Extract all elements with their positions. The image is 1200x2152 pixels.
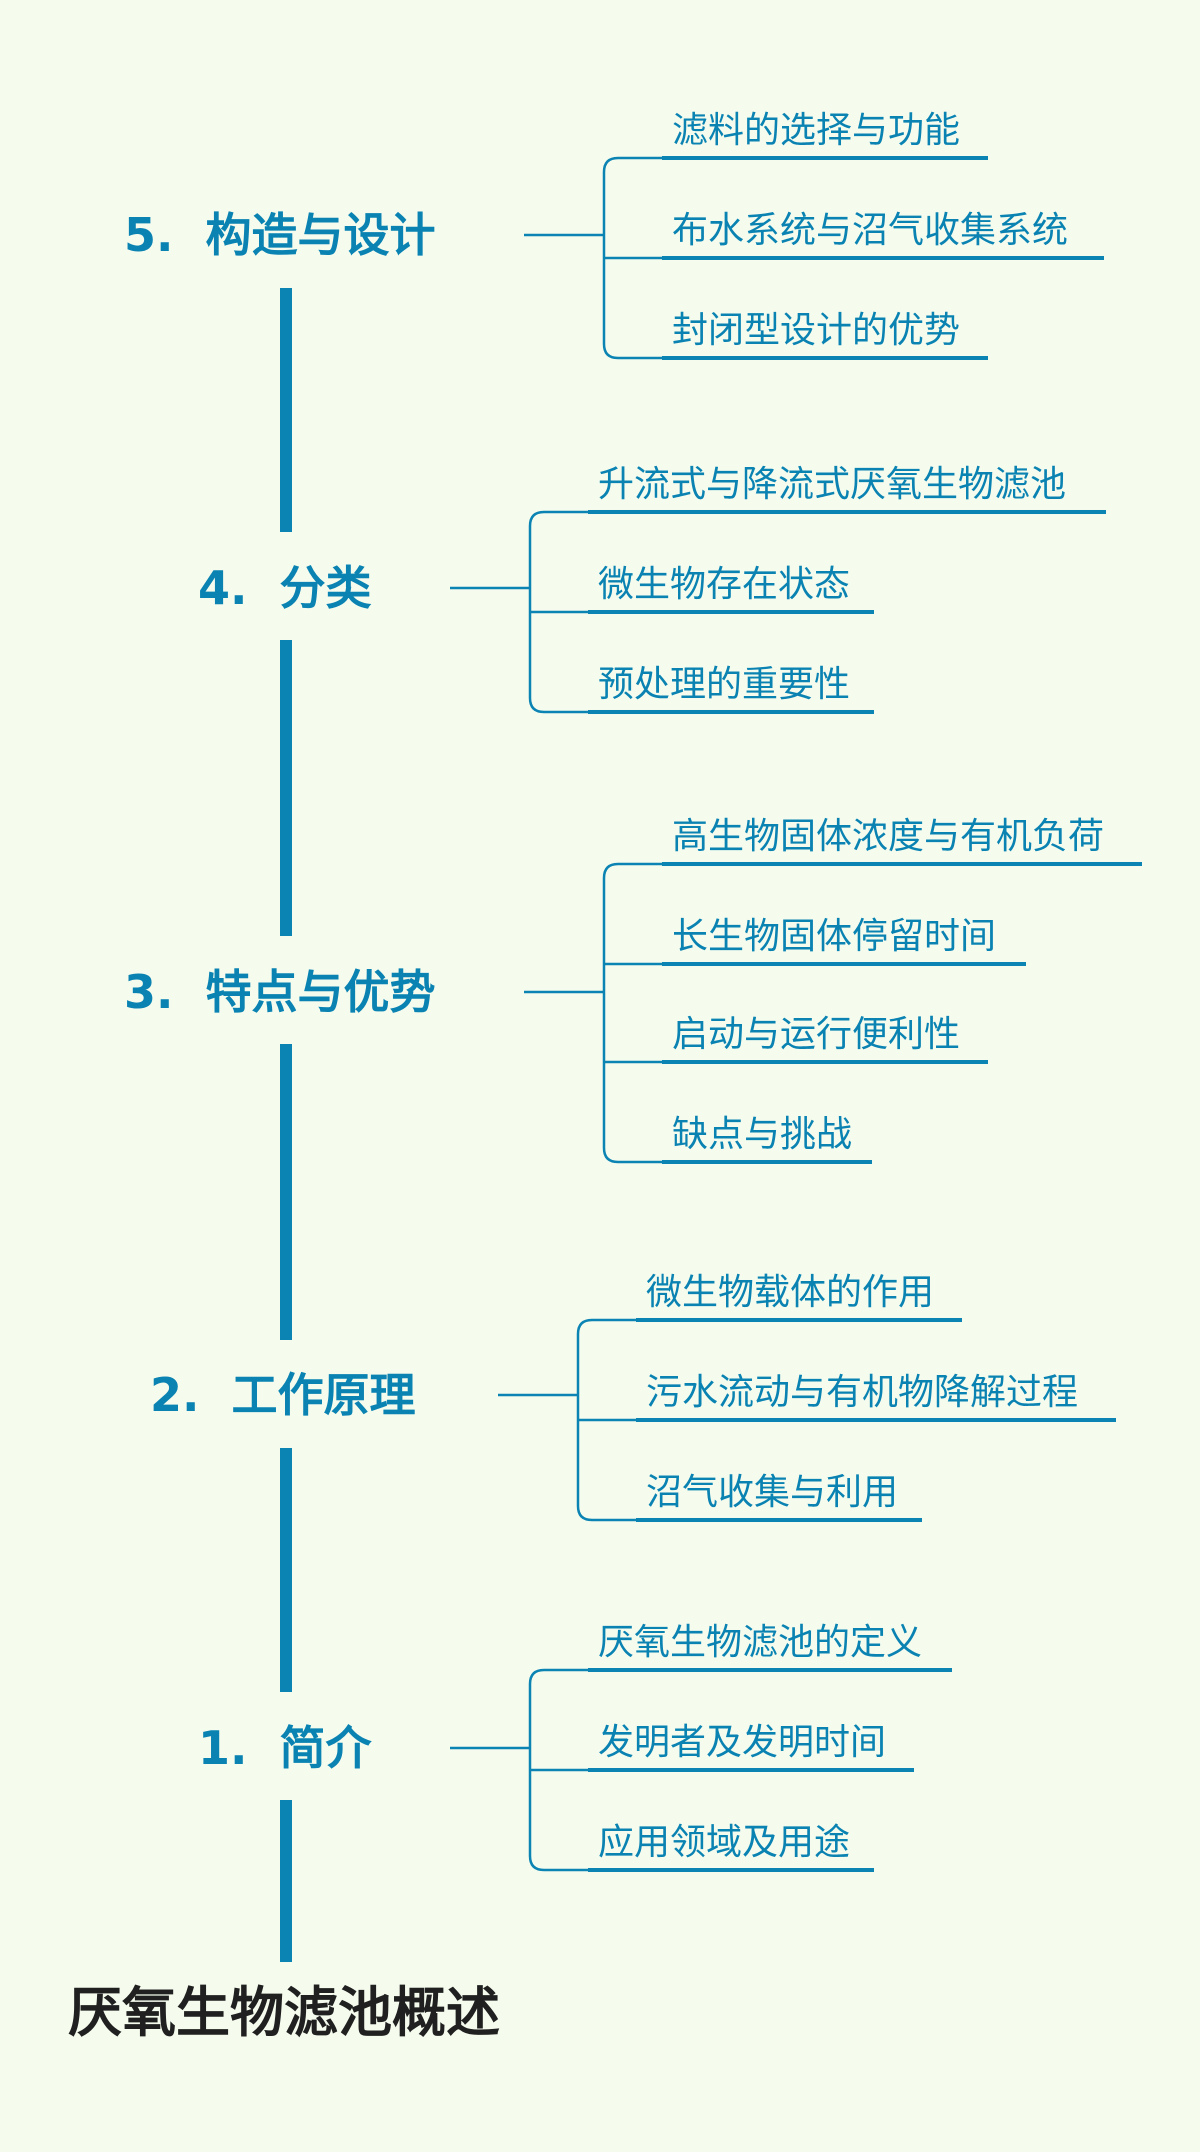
spine-segment [280, 1044, 292, 1340]
section-number: 1. [198, 1721, 248, 1775]
spine-segment [280, 288, 292, 532]
section-number: 2. [150, 1368, 200, 1422]
section-heading: 2. 工作原理 [150, 1365, 415, 1425]
child-topic: 发明者及发明时间 [588, 1718, 914, 1772]
section-number: 5. [124, 208, 174, 262]
section-label: 分类 [279, 561, 372, 615]
child-topic: 缺点与挑战 [662, 1110, 872, 1164]
child-topic: 高生物固体浓度与有机负荷 [662, 812, 1142, 866]
child-topic: 应用领域及用途 [588, 1818, 874, 1872]
child-topic: 沼气收集与利用 [636, 1468, 922, 1522]
child-topic: 滤料的选择与功能 [662, 106, 988, 160]
section-bracket-line [602, 862, 619, 1164]
child-topic: 厌氧生物滤池的定义 [588, 1618, 952, 1672]
section-number: 4. [198, 561, 248, 615]
child-topic: 污水流动与有机物降解过程 [636, 1368, 1116, 1422]
section-label: 构造与设计 [205, 208, 436, 262]
section-heading: 4. 分类 [198, 558, 371, 618]
section-heading: 3. 特点与优势 [124, 962, 435, 1022]
child-topic: 预处理的重要性 [588, 660, 874, 714]
child-topic: 微生物存在状态 [588, 560, 874, 614]
child-topic: 微生物载体的作用 [636, 1268, 962, 1322]
child-topic: 布水系统与沼气收集系统 [662, 206, 1104, 260]
diagram-title: 厌氧生物滤池概述 [68, 1981, 500, 2044]
spine-segment [280, 640, 292, 936]
section-heading: 1. 简介 [198, 1718, 371, 1778]
section-number: 3. [124, 965, 174, 1019]
child-topic: 长生物固体停留时间 [662, 912, 1026, 966]
section-heading: 5. 构造与设计 [124, 205, 435, 265]
child-topic: 升流式与降流式厌氧生物滤池 [588, 460, 1106, 514]
section-label: 工作原理 [231, 1368, 416, 1422]
spine-segment [280, 1800, 292, 1962]
spine-segment [280, 1448, 292, 1692]
child-topic: 启动与运行便利性 [662, 1010, 988, 1064]
child-topic: 封闭型设计的优势 [662, 306, 988, 360]
section-label: 特点与优势 [205, 965, 436, 1019]
section-label: 简介 [279, 1721, 372, 1775]
